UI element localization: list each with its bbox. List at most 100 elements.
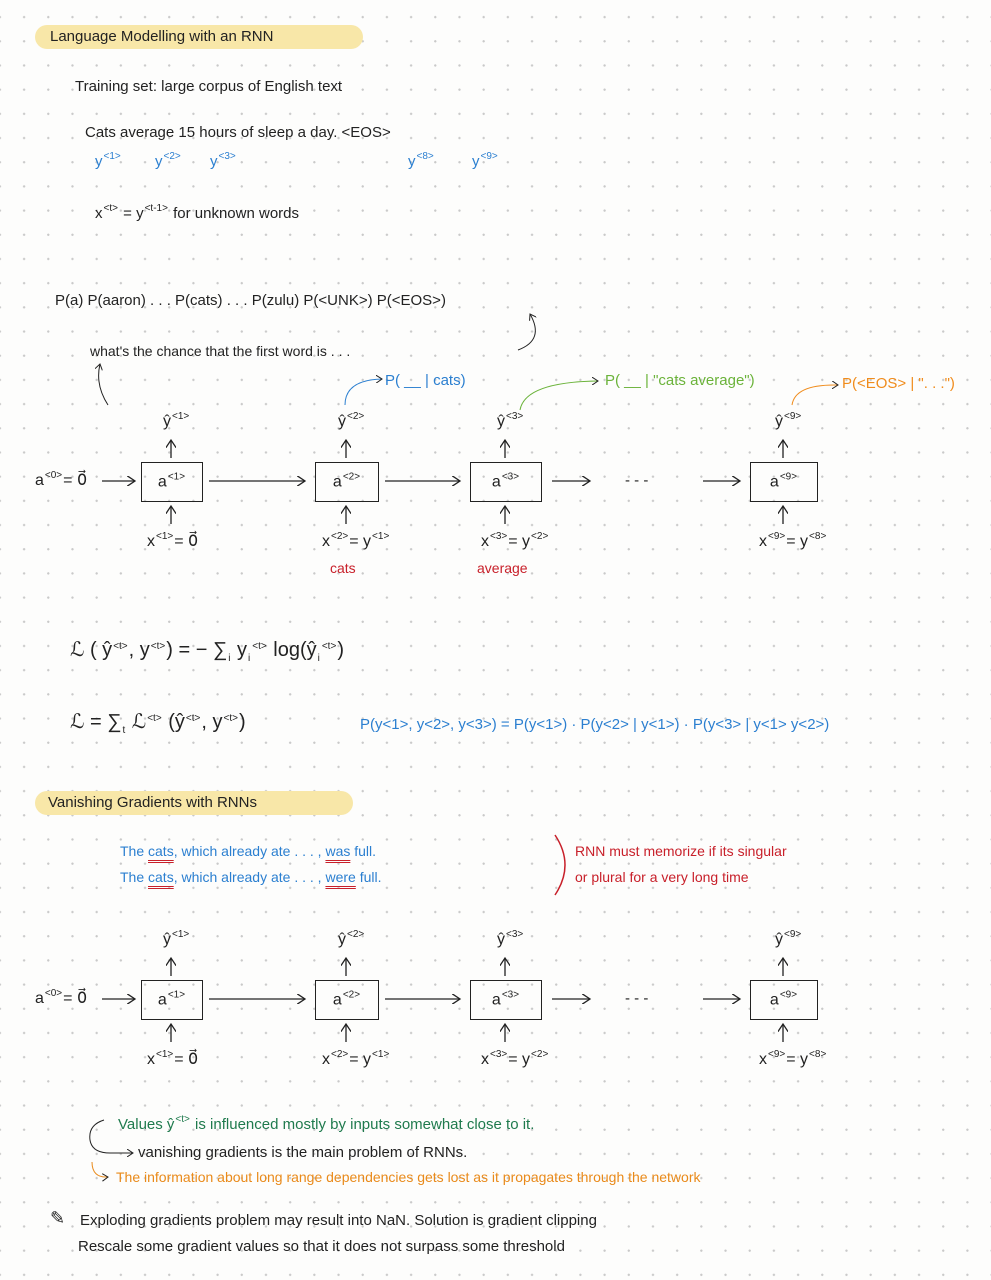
- y-hat-base: ŷ: [163, 931, 171, 948]
- eq-part: (ŷ: [162, 711, 185, 733]
- x-input-base: x: [322, 1051, 330, 1068]
- x-input-rhs-sup: <2>: [531, 1049, 549, 1060]
- rnn-cell-box: a<3>: [470, 980, 542, 1020]
- rnn-cell-label: a<9>: [751, 471, 817, 492]
- eq-sup: <t>: [321, 641, 337, 652]
- example-sentence-singular: The cats, which already ate . . . , was …: [120, 843, 376, 860]
- loss-per-timestep-equation: ℒ ( ŷ<t>, y<t>) = − ∑i yi<t> log(ŷi<t>): [70, 638, 344, 664]
- input-word-note: cats: [330, 560, 356, 576]
- example-part: , which already ate . . . ,: [173, 843, 326, 859]
- bracket-arrow-icon: [91, 1161, 108, 1177]
- input-word-note: average: [477, 560, 528, 576]
- example-sentence-plural: The cats, which already ate . . . , were…: [120, 869, 382, 886]
- underlined-verb: were: [325, 869, 356, 885]
- activation-base: a: [769, 991, 779, 1009]
- x-input-base: x: [147, 533, 155, 550]
- vanishing-main-problem-note: vanishing gradients is the main problem …: [138, 1144, 468, 1161]
- eq-part: , y: [201, 711, 223, 733]
- rnn-cell-label: a<1>: [142, 471, 202, 492]
- x-input-base: x: [481, 533, 489, 550]
- eq-sub: i: [228, 653, 231, 664]
- output-prediction: ŷ<9>: [775, 930, 802, 949]
- x-input-rhs-sup: <8>: [809, 531, 827, 542]
- eq-part: , y: [128, 639, 150, 661]
- initial-activation: a<0>= 0⃗: [35, 471, 87, 490]
- gradient-clipping-note: Rescale some gradient values so that it …: [78, 1238, 565, 1255]
- y-hat-base: ŷ: [163, 413, 171, 430]
- token-label-base: y: [408, 153, 416, 170]
- token-label: y<1>: [95, 152, 122, 171]
- y-hat-base: ŷ: [497, 931, 505, 948]
- x-input-rhs-base: = y: [508, 533, 531, 550]
- x-input-rhs-base: = 0⃗: [174, 1051, 199, 1068]
- eq-sup: <t>: [113, 641, 128, 652]
- token-label-base: y: [95, 153, 103, 170]
- example-part: , which already ate . . . ,: [173, 869, 326, 885]
- initial-activation: a<0>= 0⃗: [35, 989, 87, 1008]
- eq-sup: <t>: [185, 713, 201, 724]
- training-set-text: Training set: large corpus of English te…: [75, 78, 343, 95]
- token-label: y<8>: [408, 152, 435, 171]
- activation-sup: <1>: [167, 471, 186, 483]
- y-hat-base: ŷ: [338, 413, 346, 430]
- output-prediction: ŷ<1>: [163, 412, 190, 431]
- activation-base: a: [491, 473, 501, 491]
- token-label: y<3>: [210, 152, 237, 171]
- input-label: x<1>= 0⃗: [147, 532, 200, 551]
- x-input-sup: <1>: [156, 1049, 174, 1060]
- underlined-subject: cats: [148, 869, 174, 885]
- values-influence-note: Values ŷ<t> is influenced mostly by inpu…: [118, 1115, 534, 1134]
- token-label-sup: <3>: [218, 151, 236, 162]
- curved-arrow-icon: [519, 381, 598, 411]
- input-label: x<2>= y<1>: [322, 532, 390, 551]
- eq-part: log(ŷ: [267, 639, 317, 661]
- memorize-note-line2: or plural for a very long time: [575, 869, 749, 885]
- eq-sup: <t>: [150, 641, 166, 652]
- rule-rest: for unknown words: [168, 205, 300, 222]
- output-prediction: ŷ<3>: [497, 930, 524, 949]
- underlined-subject: cats: [148, 843, 174, 859]
- activation-base: a: [157, 473, 167, 491]
- example-part: full.: [355, 869, 382, 885]
- activation-sup: <1>: [167, 989, 186, 1001]
- x-input-rhs-sup: <2>: [531, 531, 549, 542]
- activation-sup: <9>: [779, 471, 798, 483]
- token-label: y<9>: [472, 152, 499, 171]
- ellipsis: - - -: [625, 990, 649, 1007]
- first-word-question: what's the chance that the first word is…: [90, 343, 351, 359]
- example-part: full.: [350, 843, 377, 859]
- token-label: y<2>: [155, 152, 182, 171]
- bracket-arrow-icon: [89, 1119, 133, 1153]
- initial-activation-rest: = 0⃗: [63, 472, 88, 489]
- token-label-base: y: [210, 153, 218, 170]
- title-highlight: [35, 25, 363, 49]
- x-input-rhs-base: = y: [349, 533, 372, 550]
- eq-sup: <t>: [147, 713, 162, 724]
- rnn-cell-box: a<1>: [141, 980, 203, 1020]
- eq-part: ℒ: [126, 711, 147, 733]
- curved-arrow-icon: [517, 314, 535, 351]
- output-prediction: ŷ<9>: [775, 412, 802, 431]
- token-label-sup: <2>: [163, 151, 181, 162]
- x-input-sup: <2>: [331, 1049, 349, 1060]
- initial-activation-base: a: [35, 990, 44, 1007]
- x-input-rhs-base: = y: [508, 1051, 531, 1068]
- title-highlight: [35, 791, 353, 815]
- eq-part: ): [238, 711, 246, 733]
- initial-activation-rest: = 0⃗: [63, 990, 88, 1007]
- x-input-base: x: [322, 533, 330, 550]
- example-part: The: [120, 869, 149, 885]
- underlined-verb: was: [325, 843, 351, 859]
- token-label-sup: <8>: [416, 151, 434, 162]
- x-input-rhs-base: = 0⃗: [174, 533, 199, 550]
- rule-lhs: x: [95, 205, 103, 222]
- eq-part: ℒ = ∑: [70, 711, 122, 733]
- joint-probability-equation: P(y<1>, y<2>, y<3>) = P(y<1>) · P(y<2> |…: [360, 716, 830, 733]
- eq-part: ): [337, 639, 344, 661]
- output-prediction: ŷ<1>: [163, 930, 190, 949]
- eq-sub: i: [248, 653, 251, 664]
- input-label: x<1>= 0⃗: [147, 1050, 200, 1069]
- activation-base: a: [491, 991, 501, 1009]
- rule-mid: = y: [118, 205, 144, 222]
- input-label: x<9>= y<8>: [759, 532, 827, 551]
